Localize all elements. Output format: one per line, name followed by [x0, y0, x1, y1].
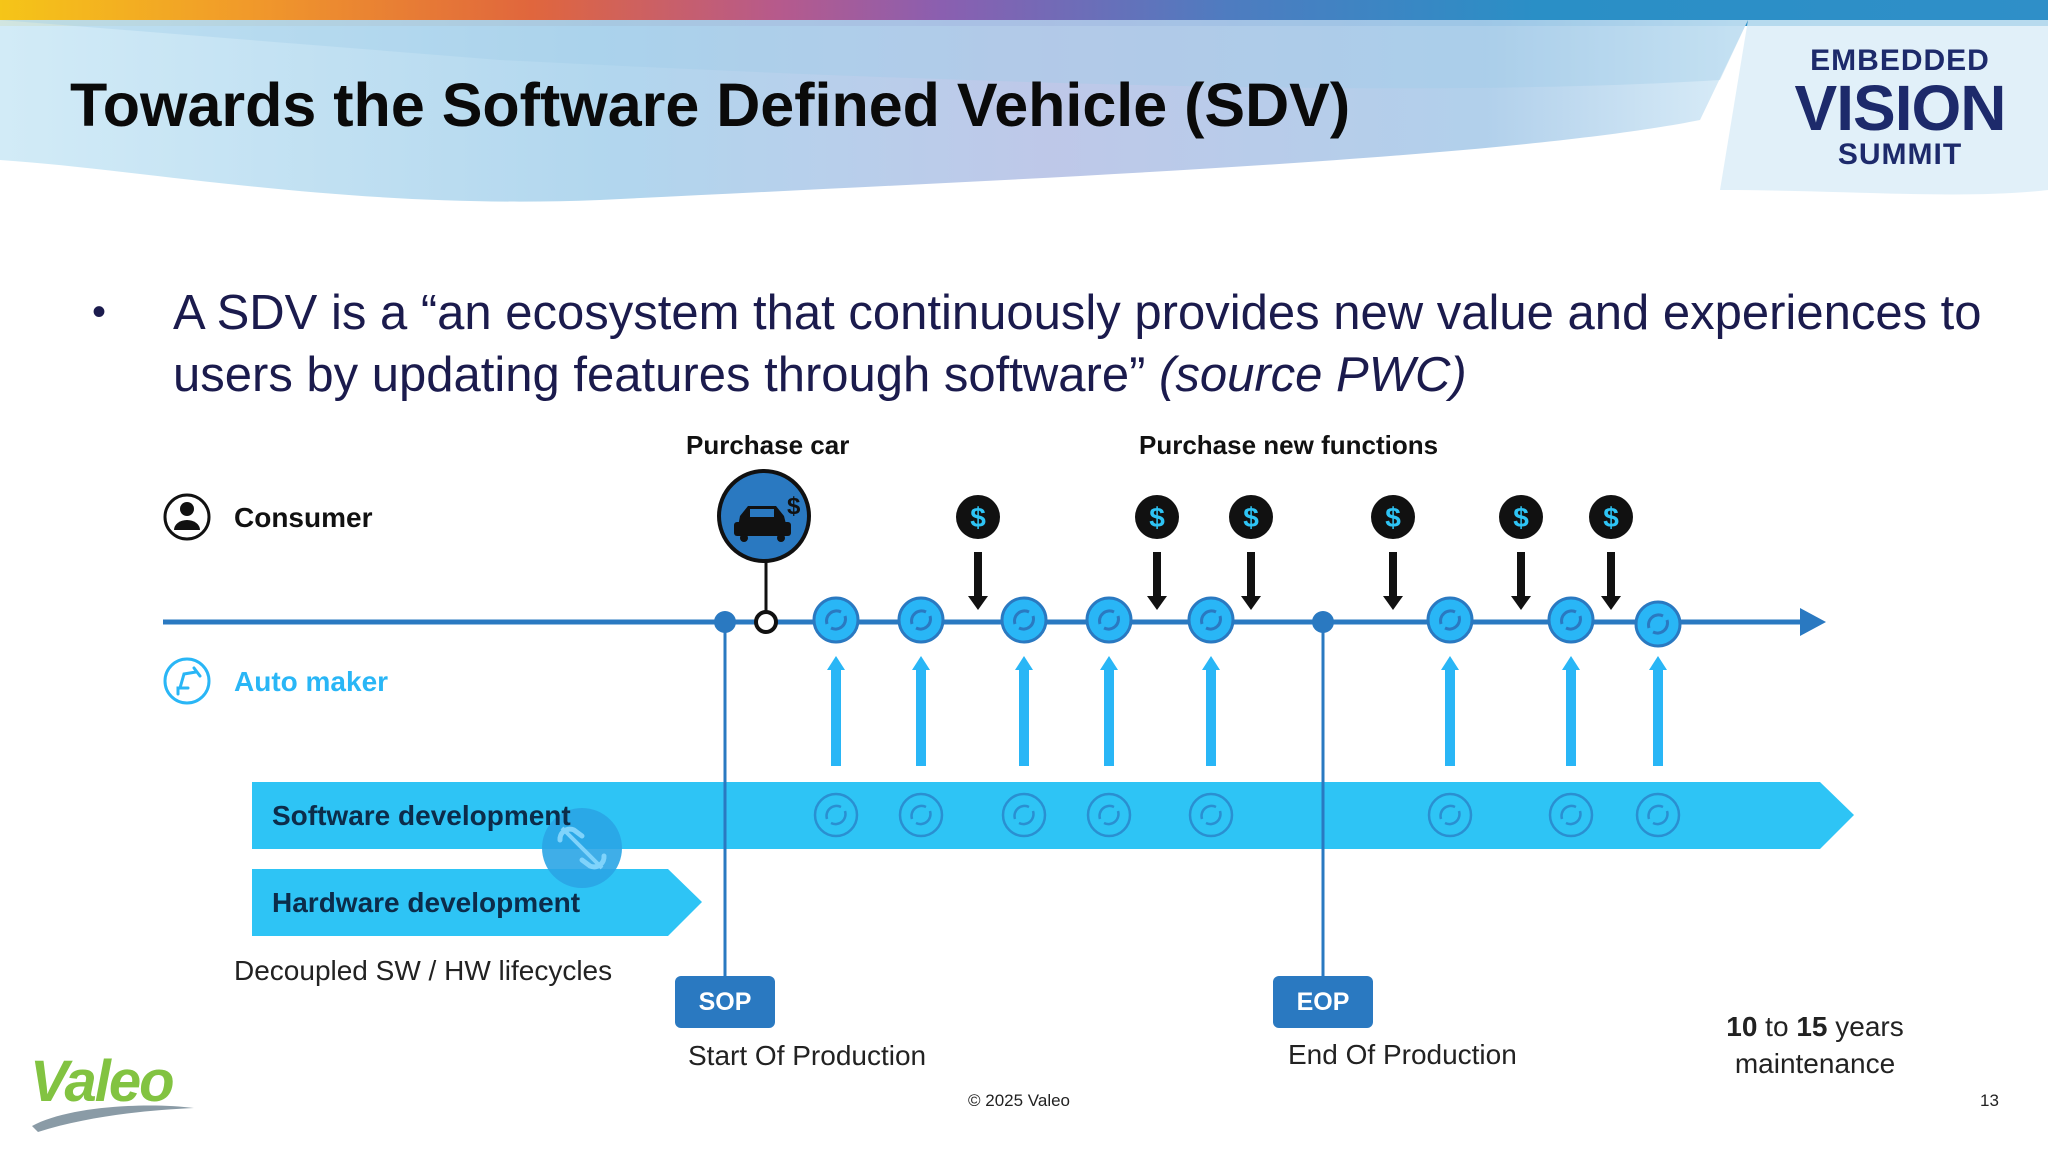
update-cycle-icon [1001, 792, 1047, 838]
update-push-arrow [1441, 656, 1459, 766]
maintenance-from: 10 [1726, 1011, 1758, 1042]
update-cycle-group [812, 596, 1682, 838]
car-dollar-sign: $ [787, 493, 801, 520]
sop-dot [714, 611, 736, 633]
update-cycle-icon [812, 596, 860, 644]
update-cycle-icon [1547, 596, 1595, 644]
maintenance-line2: maintenance [1734, 1048, 1896, 1079]
update-cycle-icon [1426, 596, 1474, 644]
decoupled-caption: Decoupled SW / HW lifecycles [234, 955, 613, 986]
update-cycle-icon [1086, 792, 1132, 838]
eop-dot [1312, 611, 1334, 633]
update-cycle-icon [1427, 792, 1473, 838]
update-push-arrow [1202, 656, 1220, 766]
dollar-sign: $ [1149, 502, 1165, 533]
update-push-arrow [827, 656, 845, 766]
eop-caption: End Of Production [1288, 1039, 1517, 1070]
maintenance-to: 15 [1796, 1011, 1828, 1042]
purchase-arrow-head [968, 596, 988, 610]
copyright: © 2025 Valeo [968, 1091, 1071, 1110]
update-cycle-icon [1085, 596, 1133, 644]
bullet-marker: • [92, 290, 107, 334]
dollar-sign: $ [970, 502, 986, 533]
update-push-arrow [1649, 656, 1667, 766]
maintenance-mid: to [1757, 1011, 1797, 1042]
update-cycle-icon [1000, 596, 1048, 644]
maintenance-unit: years [1827, 1011, 1904, 1042]
update-push-arrow [1562, 656, 1580, 766]
dollar-sign: $ [1243, 502, 1259, 533]
header-wave [0, 20, 2048, 202]
automaker-label: Auto maker [234, 666, 389, 697]
purchase-arrow-shaft [1517, 552, 1525, 598]
update-push-arrow [1100, 656, 1118, 766]
dollar-icon: $ [1135, 495, 1179, 610]
update-cycle-icon [898, 792, 944, 838]
update-push-arrow [912, 656, 930, 766]
maintenance-caption: 10 to 15 years maintenance [1700, 1008, 1930, 1082]
purchase-arrow-shaft [974, 552, 982, 598]
timeline-arrowhead [1800, 608, 1826, 636]
purchase-functions-label: Purchase new functions [1139, 430, 1439, 460]
car-purchase-icon: $ [717, 469, 811, 563]
sop-badge: SOP [675, 976, 775, 1028]
logo-line-3: SUMMIT [1837, 138, 1963, 171]
purchase-arrow-head [1383, 596, 1403, 610]
update-cycle-icon [813, 792, 859, 838]
sop-caption: Start Of Production [688, 1040, 927, 1071]
purchase-arrow-head [1147, 596, 1167, 610]
purchase-arrow-head [1601, 596, 1621, 610]
person-icon [163, 493, 211, 541]
slide-title: Towards the Software Defined Vehicle (SD… [70, 71, 1351, 139]
update-cycle-icon [897, 596, 945, 644]
update-cycle-icon [1634, 600, 1682, 648]
dollar-icon: $ [1589, 495, 1633, 610]
dollar-icon: $ [1499, 495, 1543, 610]
purchase-arrow-shaft [1247, 552, 1255, 598]
page-number: 13 [1980, 1091, 1999, 1110]
valeo-logo-swoosh [32, 1105, 194, 1132]
eop-badge: EOP [1273, 976, 1373, 1028]
dollar-icon: $ [1229, 495, 1273, 610]
unlink-icon [542, 808, 622, 888]
purchase-car-label: Purchase car [686, 430, 850, 460]
dollar-icon: $ [956, 495, 1000, 610]
valeo-logo: Valeo [30, 1049, 175, 1114]
purchase-markers-group: $ $ $ $ $ $ [956, 495, 1633, 610]
dollar-icon: $ [1371, 495, 1415, 610]
software-development-band [252, 782, 1854, 849]
logo-line-2: VISION [1794, 72, 2007, 144]
purchase-arrow-shaft [1153, 552, 1161, 598]
purchase-arrow-shaft [1607, 552, 1615, 598]
logo-line-1: EMBEDDED [1810, 44, 1990, 77]
hardware-band-label: Hardware development [272, 887, 581, 918]
software-band-label: Software development [272, 800, 571, 831]
consumer-label: Consumer [234, 502, 373, 533]
bullet-text: A SDV is a “an ecosystem that continuous… [173, 282, 2033, 406]
purchase-arrow-shaft [1389, 552, 1397, 598]
robot-arm-icon [163, 657, 211, 705]
update-cycle-icon [1188, 792, 1234, 838]
dollar-sign: $ [1513, 502, 1529, 533]
dollar-sign: $ [1603, 502, 1619, 533]
purchase-arrow-head [1241, 596, 1261, 610]
bullet-source: (source PWC) [1159, 348, 1467, 402]
purchase-car-point [754, 610, 778, 634]
update-cycle-icon [1635, 792, 1681, 838]
update-push-arrow [1015, 656, 1033, 766]
update-cycle-icon [1187, 596, 1235, 644]
bullet-quote: A SDV is a “an ecosystem that continuous… [173, 286, 1982, 402]
update-cycle-icon [1548, 792, 1594, 838]
purchase-arrow-head [1511, 596, 1531, 610]
embedded-vision-summit-logo: EMBEDDED VISION SUMMIT [1770, 44, 2030, 172]
dollar-sign: $ [1385, 502, 1401, 533]
